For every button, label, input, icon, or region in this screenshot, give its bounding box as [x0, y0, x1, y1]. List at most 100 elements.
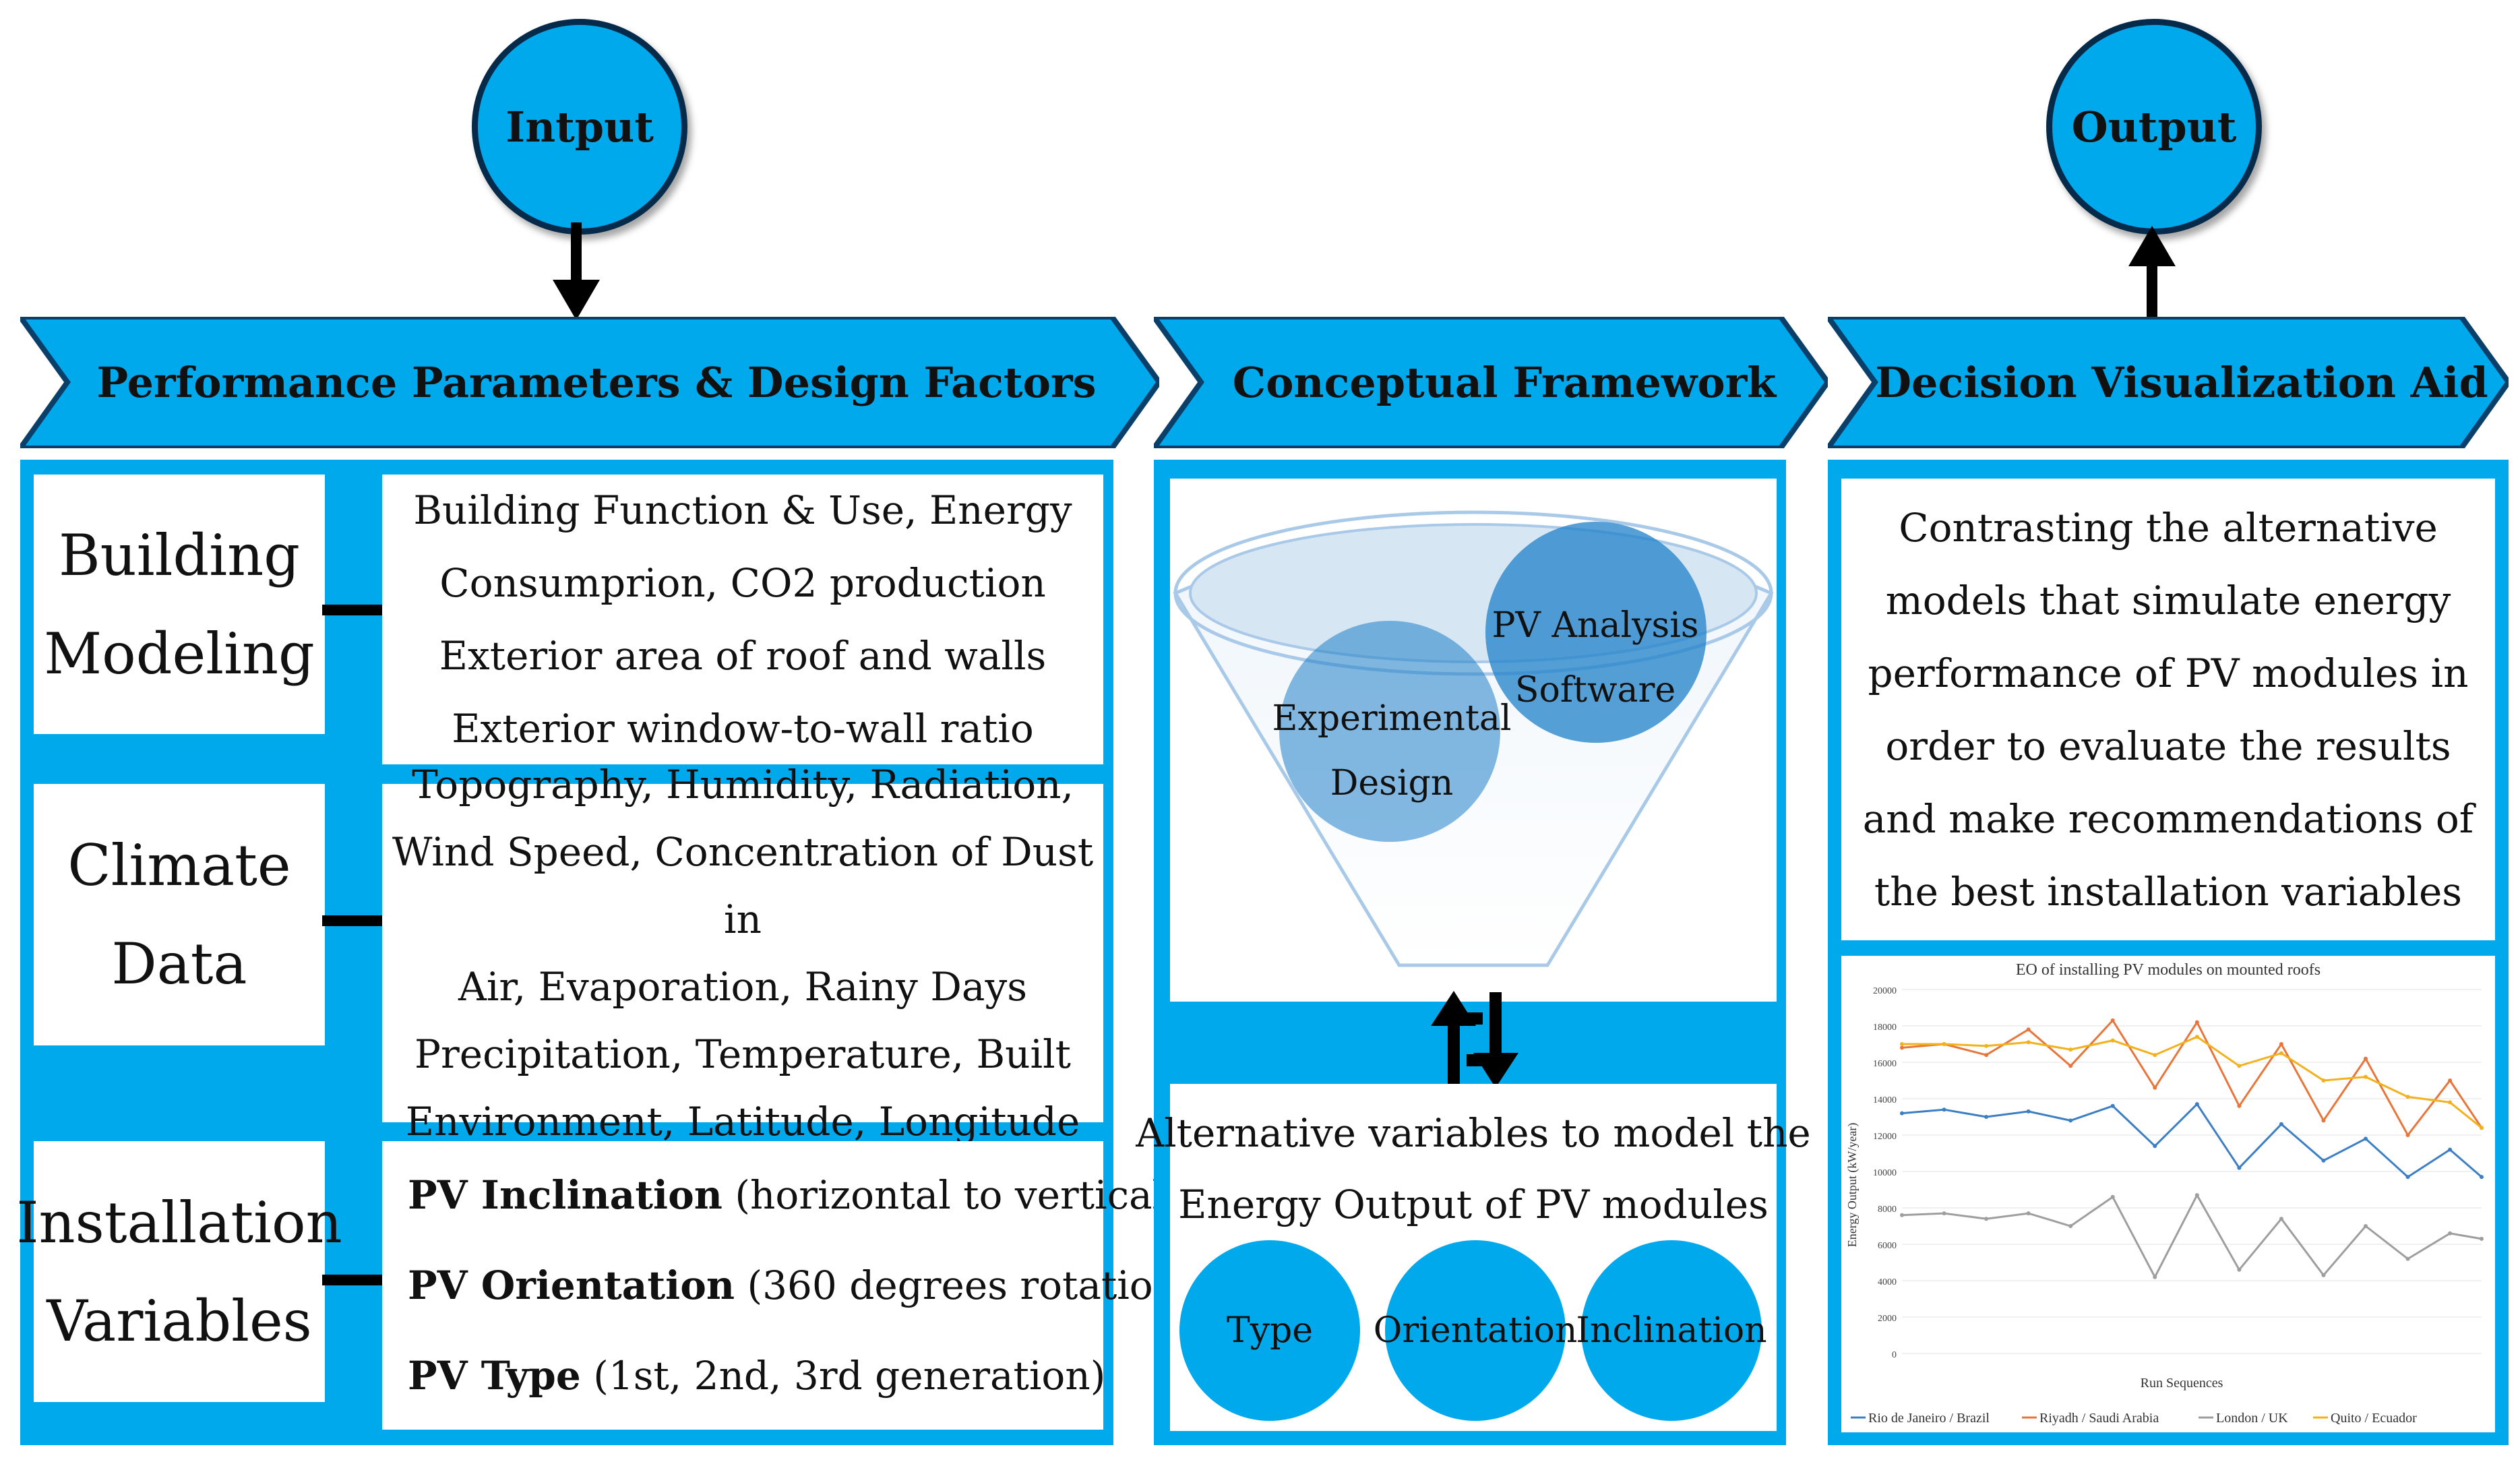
- climate-details-box: Topography, Humidity, Radiation, Wind Sp…: [382, 762, 1103, 1145]
- data-point: [2110, 1018, 2115, 1023]
- chart-xlabel: Run Sequences: [2141, 1376, 2223, 1391]
- banner-performance-parameters: Performance Parameters & Design Factors: [20, 317, 1159, 448]
- installation-title-line2: Variables: [47, 1287, 312, 1354]
- climate-data-box: Climate Data: [34, 784, 325, 1045]
- installation-title-line1: Installation: [16, 1189, 342, 1256]
- variable-orientation-circle: Orientation: [1374, 1240, 1577, 1421]
- data-point: [1984, 1217, 1989, 1221]
- series-line: [1902, 1035, 2482, 1129]
- arrow-down-icon: [553, 222, 600, 320]
- experimental-design-circle: [1279, 621, 1500, 842]
- data-point: [2364, 1074, 2368, 1079]
- data-point: [2026, 1027, 2031, 1032]
- data-point: [2279, 1122, 2283, 1126]
- data-point: [2153, 1275, 2157, 1279]
- y-tick-label: 12000: [1873, 1132, 1897, 1142]
- data-point: [2321, 1158, 2326, 1163]
- data-point: [2237, 1064, 2242, 1068]
- variable-type-label: Type: [1226, 1310, 1314, 1351]
- installation-row-bold: PV Orientation: [408, 1262, 735, 1308]
- installation-row: PV Inclination (horizontal to vertical): [408, 1150, 1180, 1240]
- data-point: [2237, 1103, 2242, 1108]
- circle-a-label: PV Analysis Software: [1464, 593, 1727, 723]
- data-point: [1900, 1045, 1904, 1050]
- series-line: [1901, 1102, 2482, 1178]
- decision-line: Contrasting the alternative: [1899, 504, 2438, 551]
- series-line: [1901, 1018, 2483, 1137]
- mini-chart: EO of installing PV modules on mounted r…: [1845, 961, 2484, 1426]
- data-point: [2480, 1175, 2484, 1180]
- circle-a-line1: PV Analysis: [1492, 605, 1699, 646]
- data-point: [2448, 1100, 2453, 1105]
- circle-b-line2: Design: [1330, 763, 1454, 803]
- y-tick-label: 4000: [1878, 1277, 1897, 1287]
- data-point: [2153, 1085, 2157, 1090]
- data-point: [2110, 1038, 2115, 1043]
- funnel-box: [1170, 479, 1777, 1002]
- data-point: [2405, 1175, 2410, 1180]
- data-point: [1900, 1213, 1904, 1217]
- building-line: Consumprion, CO2 production: [439, 560, 1046, 606]
- data-point: [2068, 1224, 2073, 1228]
- variable-inclination-label: Inclination: [1576, 1310, 1767, 1351]
- data-point: [2321, 1078, 2326, 1083]
- data-point: [2110, 1194, 2115, 1199]
- y-tick-label: 10000: [1873, 1168, 1897, 1178]
- data-point: [2237, 1267, 2242, 1272]
- decision-line: the best installation variables: [1874, 868, 2463, 915]
- banner-middle-label: Conceptual Framework: [1232, 358, 1777, 407]
- data-point: [2448, 1147, 2453, 1152]
- data-point: [2279, 1051, 2283, 1056]
- installation-row-rest: (horizontal to vertical): [722, 1172, 1180, 1218]
- data-point: [1900, 1042, 1904, 1046]
- variable-type-circle: Type: [1179, 1240, 1360, 1421]
- legend-riyadh: Riyadh / Saudi Arabia: [2039, 1411, 2159, 1426]
- data-point: [2194, 1020, 2199, 1025]
- y-tick-label: 6000: [1878, 1241, 1897, 1251]
- building-title-line2: Modeling: [44, 620, 315, 687]
- installation-row-rest: (360 degrees rotation): [735, 1262, 1194, 1308]
- data-point: [2026, 1211, 2031, 1216]
- input-label: Intput: [505, 102, 654, 152]
- banner-left-label: Performance Parameters & Design Factors: [96, 358, 1097, 407]
- y-tick-label: 2000: [1878, 1314, 1897, 1324]
- building-details-box: Building Function & Use, Energy Consumpr…: [382, 475, 1103, 764]
- installation-row-bold: PV Type: [408, 1353, 581, 1399]
- installation-row-rest: (1st, 2nd, 3rd generation): [580, 1353, 1106, 1399]
- y-tick-label: 18000: [1873, 1023, 1897, 1033]
- decision-line: performance of PV modules in: [1868, 650, 2469, 696]
- climate-line: Air, Evaporation, Rainy Days: [458, 964, 1027, 1010]
- banner-shape: [20, 317, 1159, 448]
- building-line: Exterior area of roof and walls: [439, 633, 1047, 679]
- data-point: [1984, 1043, 1989, 1048]
- data-point: [2405, 1256, 2410, 1261]
- data-point: [1942, 1107, 1946, 1112]
- legend-london: London / UK: [2216, 1411, 2288, 1426]
- data-point: [2194, 1102, 2199, 1107]
- climate-line: Topography, Humidity, Radiation,: [412, 762, 1074, 808]
- building-line: Building Function & Use, Energy: [413, 487, 1072, 533]
- banner-shape: [1154, 317, 1828, 448]
- data-point: [2110, 1103, 2115, 1108]
- installation-row: PV Orientation (360 degrees rotation): [408, 1240, 1194, 1331]
- decision-line: models that simulate energy: [1885, 577, 2451, 623]
- climate-line: Wind Speed, Concentration of Dust in: [392, 829, 1094, 942]
- data-point: [2364, 1136, 2368, 1141]
- alt-line2: Energy Output of PV modules: [1178, 1182, 1769, 1227]
- data-point: [2026, 1109, 2031, 1114]
- building-line: Exterior window-to-wall ratio: [452, 706, 1034, 752]
- circle-a-line2: Software: [1514, 670, 1676, 710]
- data-point: [2194, 1035, 2199, 1039]
- y-tick-label: 0: [1892, 1350, 1897, 1360]
- banner-shape: [1828, 317, 2509, 448]
- installation-details-box: PV Inclination (horizontal to vertical) …: [382, 1141, 1194, 1430]
- data-point: [2068, 1118, 2073, 1123]
- variable-orientation-label: Orientation: [1373, 1310, 1578, 1351]
- data-point: [2279, 1042, 2283, 1046]
- building-modeling-box: Building Modeling: [34, 475, 325, 734]
- decision-line: order to evaluate the results: [1885, 723, 2451, 769]
- y-tick-label: 20000: [1873, 986, 1897, 996]
- legend-rio: Rio de Janeiro / Brazil: [1868, 1411, 1990, 1426]
- data-point: [2068, 1047, 2073, 1052]
- building-title-line1: Building: [58, 522, 301, 588]
